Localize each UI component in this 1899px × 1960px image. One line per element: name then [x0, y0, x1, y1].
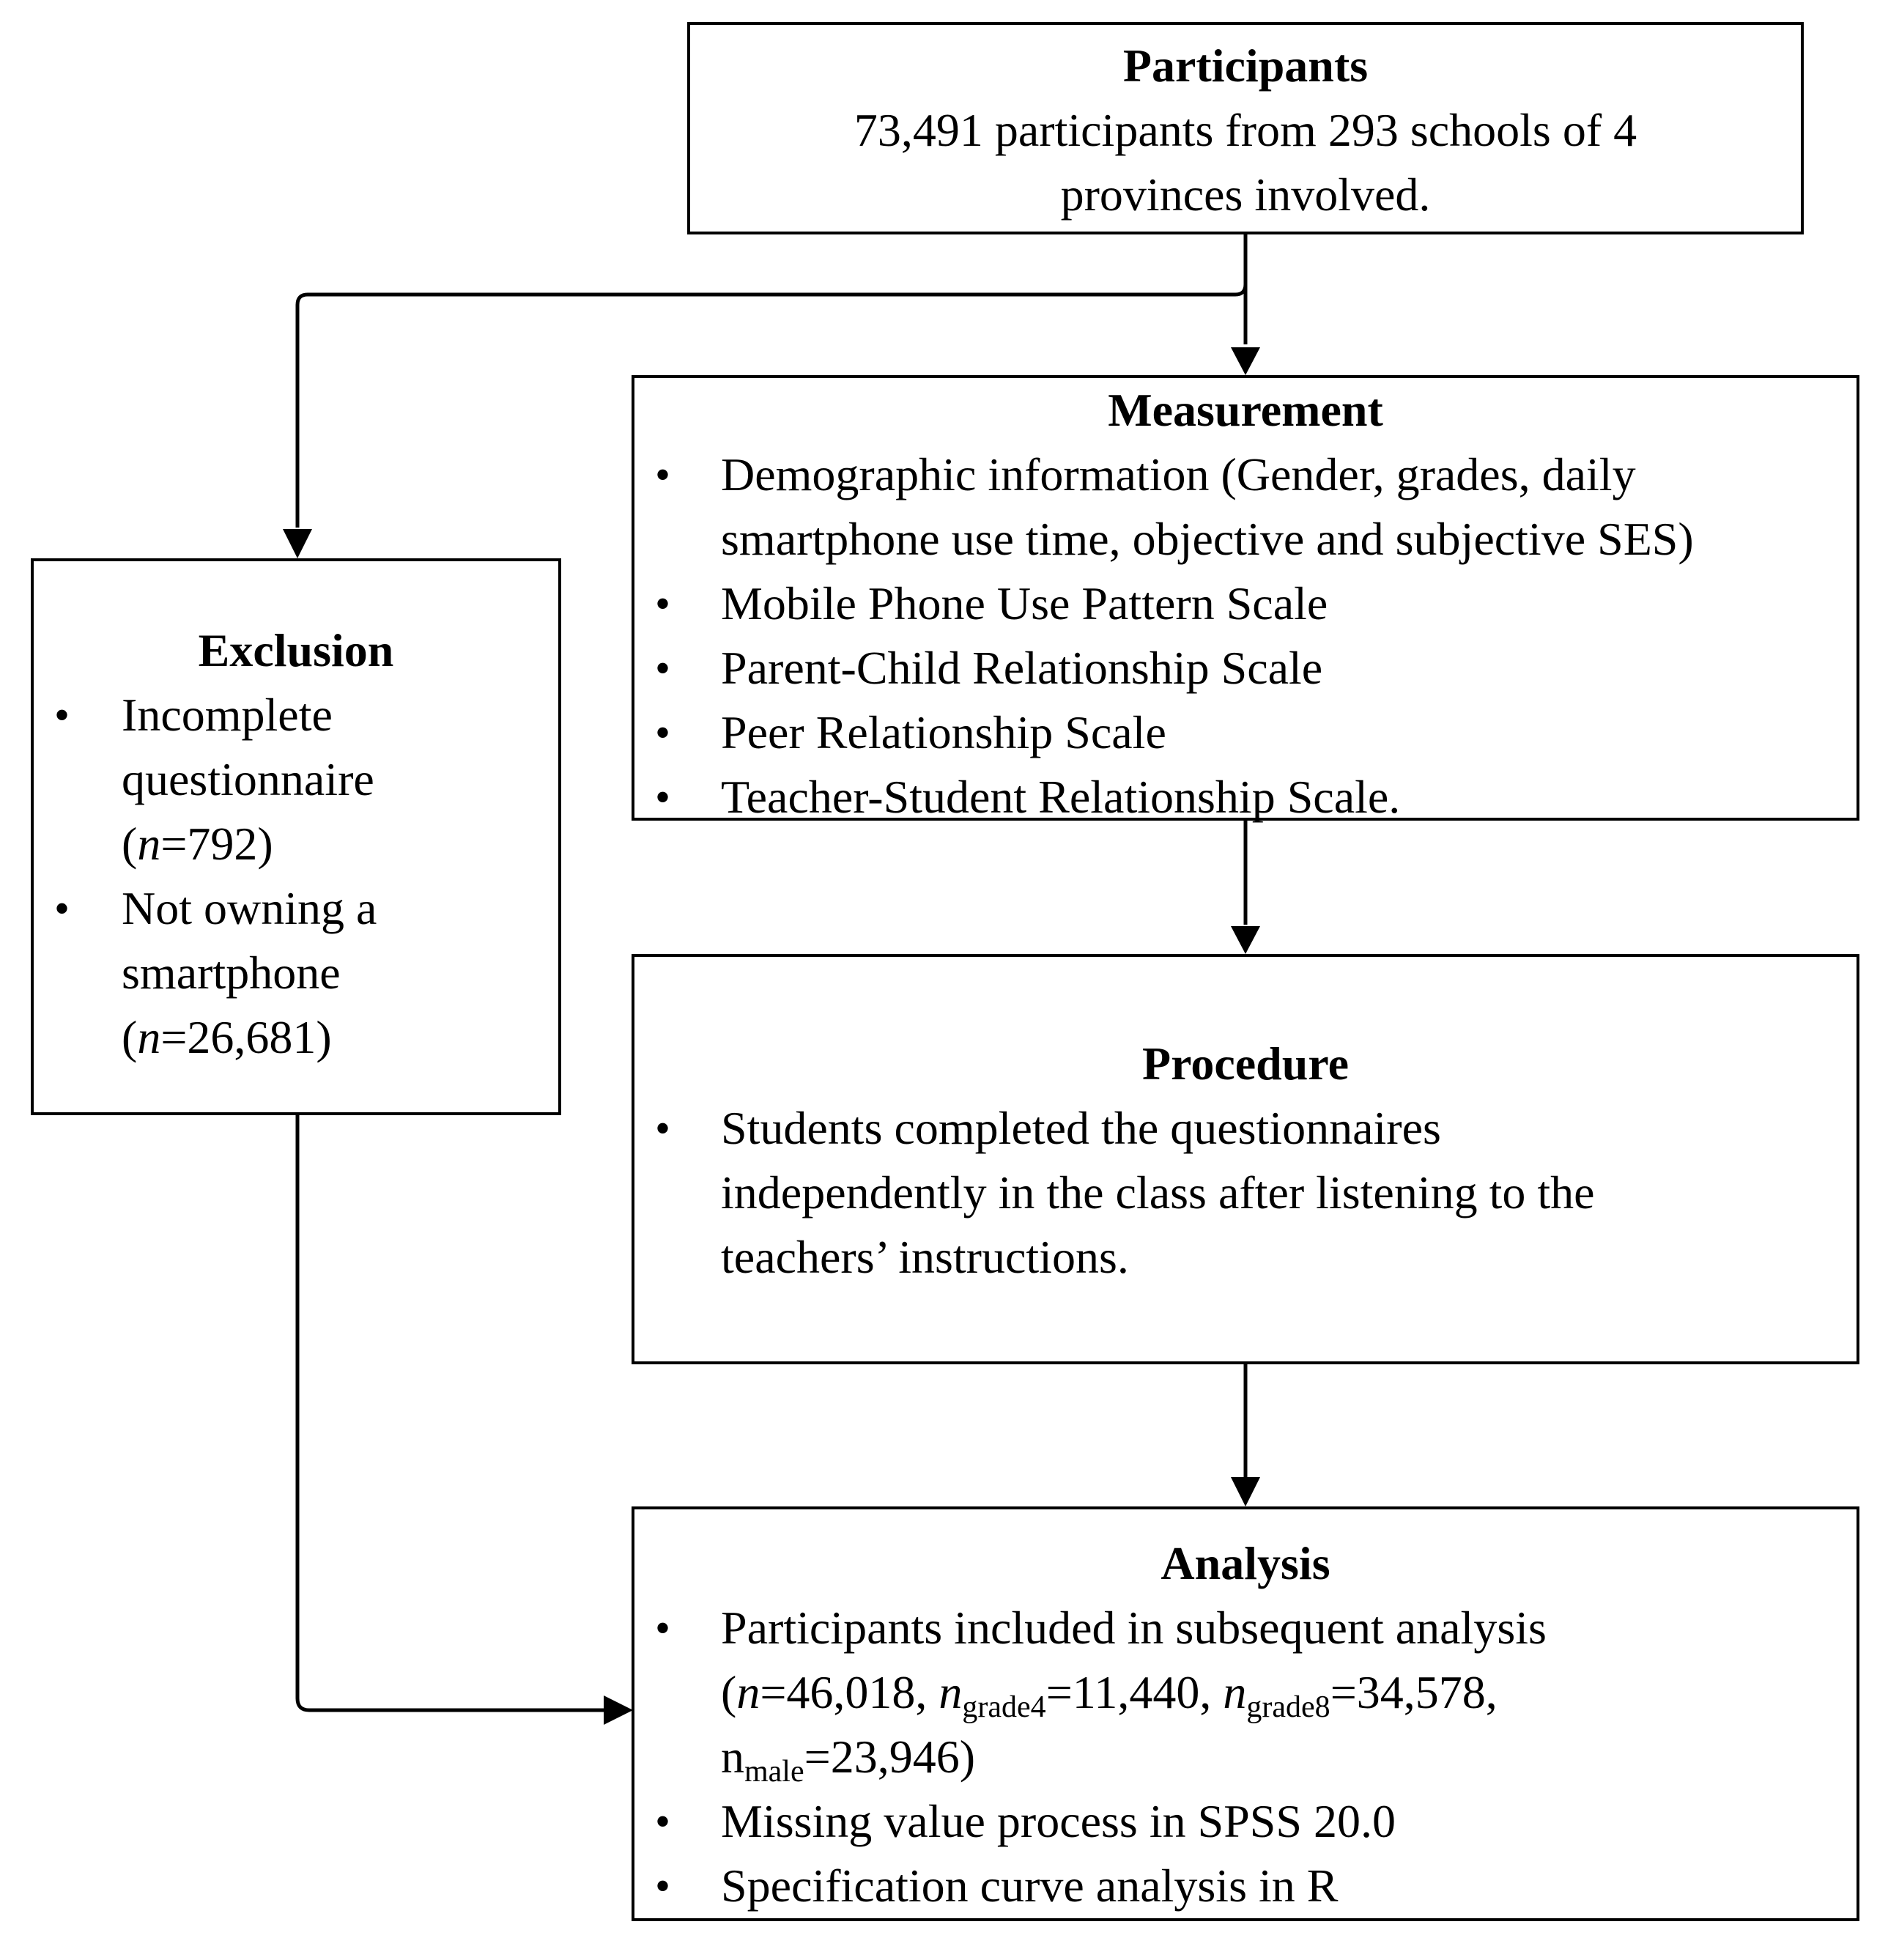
measurement-item-line: Demographic information (Gender, grades,… — [721, 448, 1636, 500]
arrow-exclusion-to-analysis — [295, 1115, 604, 1712]
analysis-item: Missing value process in SPSS 20.0 — [634, 1789, 1857, 1854]
arrowhead-measurement — [1231, 347, 1260, 375]
exclusion-item-line: questionnaire — [122, 753, 374, 805]
exclusion-item: Incomplete questionnaire (n=792) — [34, 683, 558, 876]
procedure-item-line: teachers’ instructions. — [721, 1231, 1129, 1283]
measurement-list: Demographic information (Gender, grades,… — [634, 443, 1857, 829]
exclusion-item-count: (n=26,681) — [122, 1011, 332, 1063]
analysis-title: Analysis — [1160, 1537, 1330, 1589]
exclusion-item-count: (n=792) — [122, 818, 273, 870]
measurement-item: Demographic information (Gender, grades,… — [634, 443, 1857, 572]
arrowhead-analysis — [1231, 1477, 1260, 1506]
procedure-box: Procedure Students completed the questio… — [632, 954, 1859, 1364]
measurement-title: Measurement — [1108, 384, 1383, 436]
analysis-item: Participants included in subsequent anal… — [634, 1596, 1857, 1789]
exclusion-title: Exclusion — [198, 624, 394, 676]
exclusion-item-line: smartphone — [122, 947, 341, 999]
procedure-item-line: Students completed the questionnaires — [721, 1102, 1441, 1154]
measurement-item: Peer Relationship Scale — [634, 700, 1857, 765]
measurement-item: Teacher-Student Relationship Scale. — [634, 765, 1857, 829]
analysis-item-male-count: nmale=23,946) — [721, 1731, 976, 1789]
exclusion-box: Exclusion Incomplete questionnaire (n=79… — [31, 558, 561, 1115]
exclusion-item-line: Incomplete — [122, 689, 333, 741]
procedure-list: Students completed the questionnaires in… — [634, 1096, 1857, 1290]
exclusion-list: Incomplete questionnaire (n=792) Not own… — [34, 683, 558, 1070]
participants-title: Participants — [1122, 40, 1369, 92]
arrowhead-analysis-side — [604, 1695, 633, 1725]
analysis-box: Analysis Participants included in subseq… — [632, 1506, 1859, 1921]
exclusion-item: Not owning a smartphone (n=26,681) — [34, 876, 558, 1070]
arrowhead-exclusion — [283, 529, 312, 558]
exclusion-item-line: Not owning a — [122, 882, 377, 934]
procedure-title: Procedure — [1142, 1038, 1349, 1090]
participants-description: 73,491 participants from 293 schools of … — [690, 98, 1801, 227]
measurement-item: Mobile Phone Use Pattern Scale — [634, 572, 1857, 636]
arrow-participants-to-exclusion — [295, 234, 1248, 528]
measurement-item: Parent-Child Relationship Scale — [634, 636, 1857, 700]
participants-line-1: 73,491 participants from 293 schools of … — [854, 104, 1637, 156]
analysis-item-line: Participants included in subsequent anal… — [721, 1602, 1547, 1654]
procedure-item-line: independently in the class after listeni… — [721, 1166, 1595, 1218]
measurement-box: Measurement Demographic information (Gen… — [632, 375, 1859, 829]
analysis-item-counts: (n=46,018, ngrade4=11,440, ngrade8=34,57… — [721, 1666, 1498, 1724]
analysis-item: Specification curve analysis in R — [634, 1854, 1857, 1918]
participants-line-2: provinces involved. — [1060, 169, 1431, 221]
measurement-item-line: smartphone use time, objective and subje… — [721, 513, 1694, 565]
arrowhead-procedure — [1231, 926, 1260, 954]
participants-box: Participants 73,491 participants from 29… — [687, 22, 1804, 234]
analysis-list: Participants included in subsequent anal… — [634, 1596, 1857, 1918]
procedure-item: Students completed the questionnaires in… — [634, 1096, 1857, 1290]
